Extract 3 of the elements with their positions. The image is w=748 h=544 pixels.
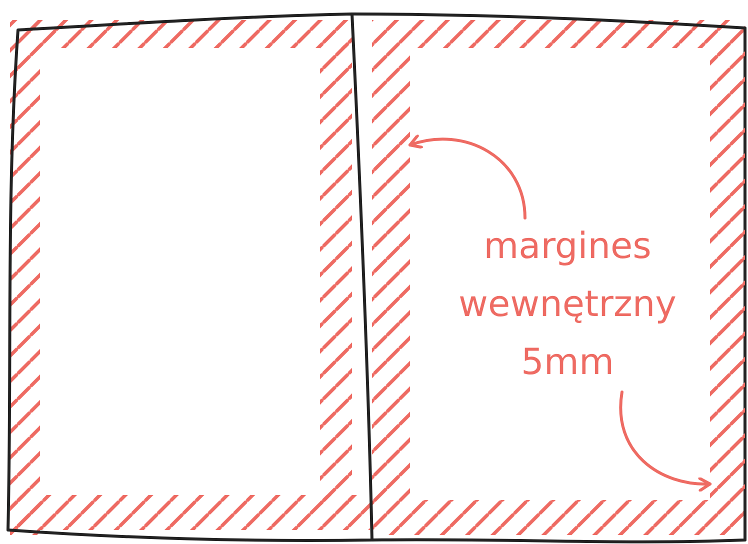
leader-arrow bbox=[619, 390, 712, 492]
margin-callout-text: margines wewnętrzny 5mm bbox=[425, 218, 710, 392]
leader-arrow bbox=[408, 135, 526, 220]
